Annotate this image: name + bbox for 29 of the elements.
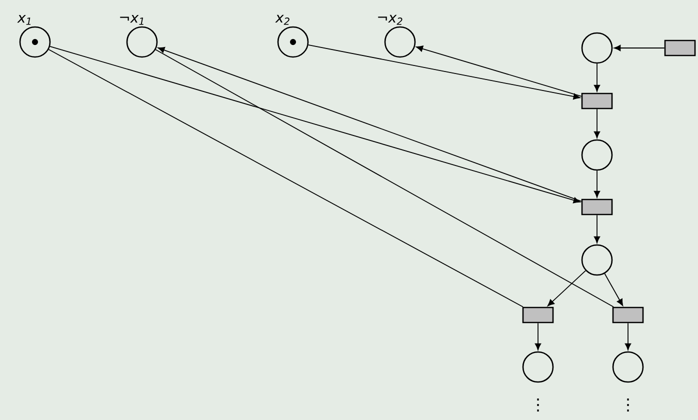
arrow [594, 214, 600, 244]
arrow [594, 63, 600, 92]
arrow [547, 270, 586, 306]
place-circle [522, 351, 554, 383]
arrow [308, 44, 580, 100]
node-label: x$_{1}$ [17, 14, 31, 25]
transition-box [581, 92, 613, 110]
transition-box [581, 198, 613, 216]
place-circle [581, 139, 613, 171]
transition-box [522, 306, 554, 324]
continuation-dots: ⋮ [627, 398, 629, 412]
arrow [158, 46, 582, 202]
arrow [416, 46, 582, 97]
transition-box [612, 306, 644, 324]
arrow [594, 170, 600, 198]
place-circle [581, 32, 613, 64]
arrow [604, 273, 624, 306]
arrow [614, 44, 665, 52]
arrow [534, 322, 542, 350]
transition-box [664, 40, 696, 56]
node-label: x$_{2}$ [275, 14, 290, 25]
continuation-dots: ⋮ [537, 398, 539, 412]
arrow [594, 108, 600, 138]
place-circle [581, 244, 613, 276]
arrow [624, 322, 632, 350]
place-circle [612, 351, 644, 383]
arrow [50, 46, 580, 204]
node-label: ¬x$_{2}$ [378, 14, 402, 25]
node-label: ¬x$_{1}$ [120, 14, 144, 25]
